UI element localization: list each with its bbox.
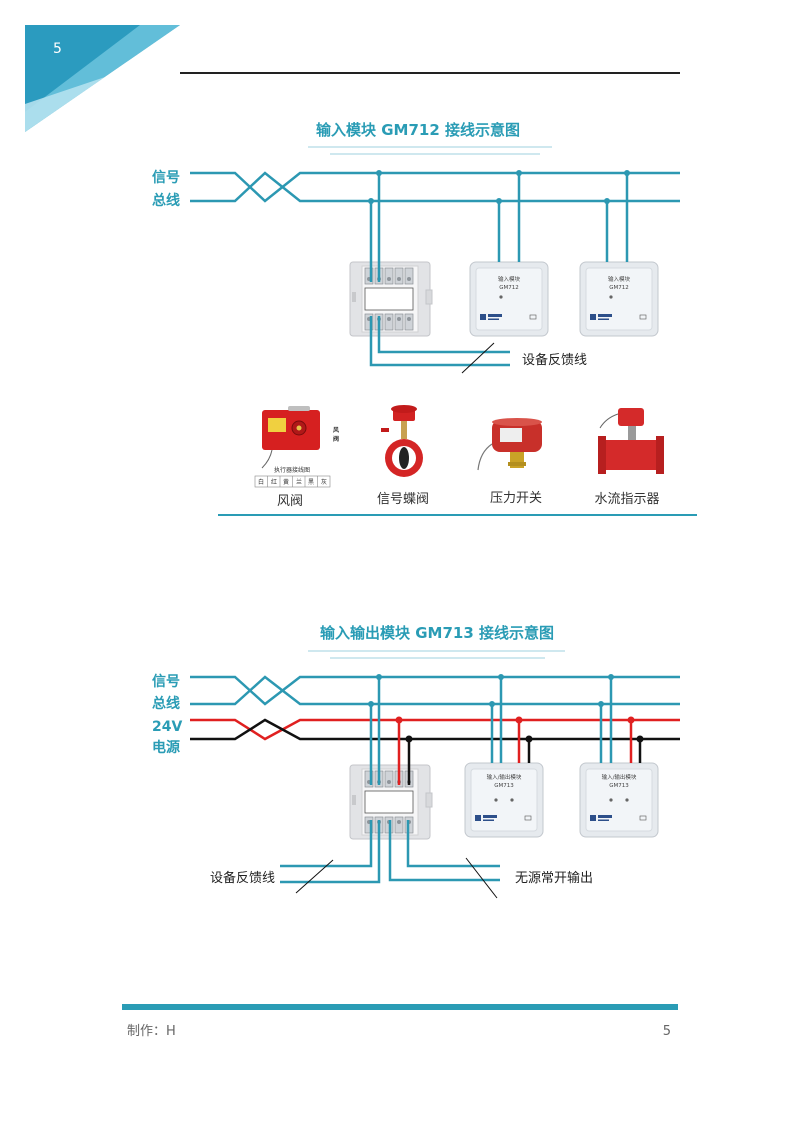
device-label: 风阀 xyxy=(277,494,303,509)
power-positive-wire xyxy=(190,718,680,741)
damper-tag: 风 xyxy=(333,426,339,434)
output-label: 无源常开输出 xyxy=(515,870,593,886)
power-label: 电源 xyxy=(152,739,180,756)
module-label: 输入/输出模块 xyxy=(487,773,522,781)
drop-wires xyxy=(369,677,642,785)
indicator-led xyxy=(510,798,514,802)
section-title: 输入模块 GM712 接线示意图 xyxy=(316,121,520,139)
cable-slash xyxy=(295,859,334,894)
indicator-led xyxy=(494,798,498,802)
pressure-switch-image xyxy=(477,418,542,471)
section-gm713: 输入输出模块 GM713 接线示意图 信号 总线 24V 电源 输入/输出模块 … xyxy=(152,624,680,899)
damper-image: 风 阀 执行器接线图 白 红 黄 兰 黑 灰 xyxy=(254,406,339,488)
bus-label-bus: 总线 xyxy=(152,695,180,712)
module-label: 输入模块 xyxy=(608,275,631,283)
module-model: GM712 xyxy=(499,285,519,291)
feedback-wire xyxy=(280,820,381,884)
input-module-gm712 xyxy=(469,261,549,337)
feedback-wire-label: 设备反馈线 xyxy=(522,352,587,368)
feedback-wire xyxy=(377,316,510,354)
output-wire xyxy=(406,820,500,868)
cable-slash xyxy=(465,857,498,899)
corner-page-tab: 5 xyxy=(25,25,180,132)
flow-indicator-image xyxy=(598,408,664,474)
footer-bar xyxy=(122,1004,678,1010)
device-label: 压力开关 xyxy=(490,491,542,506)
feedback-wire-label: 设备反馈线 xyxy=(210,870,275,886)
device-label: 信号蝶阀 xyxy=(377,492,429,507)
bus-wire xyxy=(190,171,680,203)
indicator-led xyxy=(609,295,613,299)
damper-tag: 阀 xyxy=(333,435,339,443)
cable-slash xyxy=(461,342,495,374)
wiring-cell: 兰 xyxy=(296,478,302,486)
junction-dots xyxy=(368,170,630,204)
bus-label-bus: 总线 xyxy=(152,192,180,209)
drop-wires xyxy=(369,173,629,282)
module-model: GM713 xyxy=(609,783,629,789)
module-label: 输入/输出模块 xyxy=(602,773,637,781)
module-label: 输入模块 xyxy=(498,275,521,283)
bus-wire xyxy=(190,675,680,706)
footer: 制作：H 5 xyxy=(122,1004,678,1039)
wiring-cell: 黄 xyxy=(283,478,289,486)
junction-dots xyxy=(368,674,644,743)
output-wire xyxy=(388,820,500,882)
signal-wire xyxy=(190,675,680,706)
footer-page-number: 5 xyxy=(663,1024,671,1039)
wiring-cell: 黑 xyxy=(308,479,314,486)
signal-wire xyxy=(190,171,680,203)
butterfly-valve-image xyxy=(381,405,423,477)
indicator-led xyxy=(609,798,613,802)
power-negative-wire xyxy=(190,718,680,741)
indicator-led xyxy=(625,798,629,802)
terminal-base-module xyxy=(349,261,433,337)
feedback-wire xyxy=(280,820,373,868)
wiring-cell: 灰 xyxy=(321,478,327,486)
wiring-table-title: 执行器接线图 xyxy=(274,466,310,474)
section-gm712: 输入模块 GM712 接线示意图 信号 总线 输入模块 GM712 输入模块 G… xyxy=(152,121,697,516)
bus-label-signal: 信号 xyxy=(152,169,180,186)
device-label: 水流指示器 xyxy=(594,492,659,507)
indicator-led xyxy=(499,295,503,299)
wiring-cell: 白 xyxy=(258,478,264,486)
power-voltage-label: 24V xyxy=(152,719,182,735)
feedback-wire xyxy=(369,316,510,367)
wiring-cell: 红 xyxy=(271,478,277,486)
module-model: GM712 xyxy=(609,285,629,291)
corner-page-number: 5 xyxy=(53,41,62,57)
bus-label-signal: 信号 xyxy=(152,673,180,690)
footer-author: 制作：H xyxy=(127,1024,176,1039)
section-title: 输入输出模块 GM713 接线示意图 xyxy=(320,624,554,642)
module-model: GM713 xyxy=(494,783,514,789)
input-module-gm712 xyxy=(579,261,659,337)
